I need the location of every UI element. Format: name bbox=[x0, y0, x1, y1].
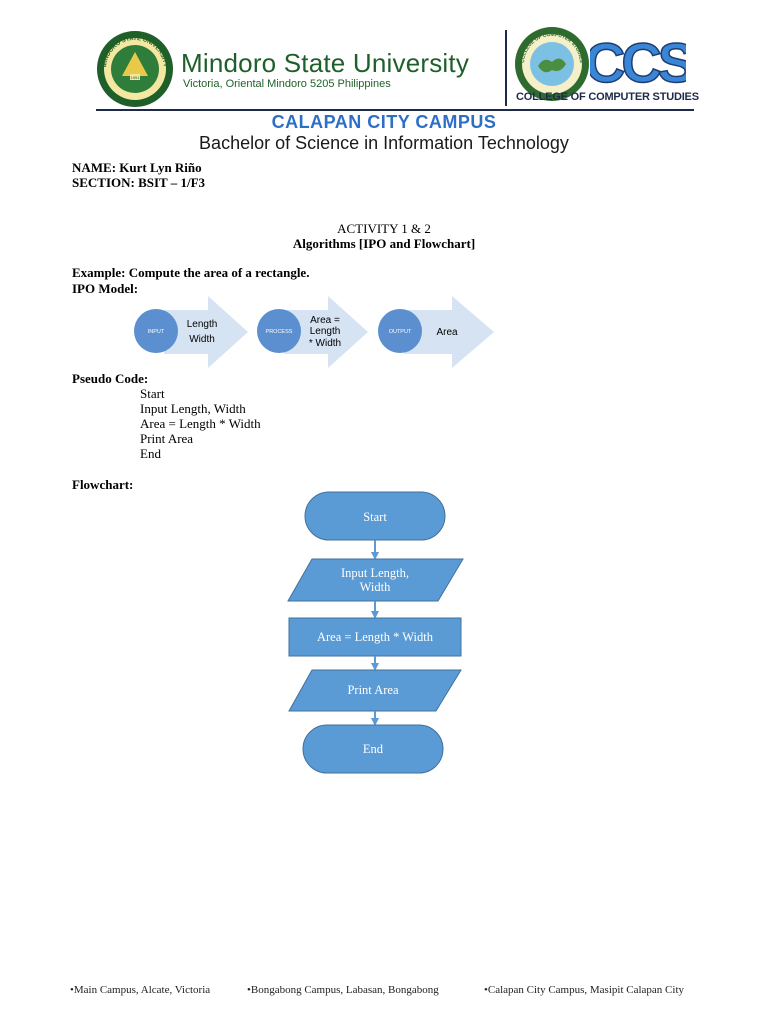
msu-seal-logo: 1951 MINDORO STATE UNIVERSITY bbox=[97, 31, 173, 107]
student-name: NAME: Kurt Lyn Riño bbox=[72, 160, 202, 175]
activity-subtitle: Algorithms [IPO and Flowchart] bbox=[292, 236, 476, 251]
flowchart-input-line: Input Length, bbox=[341, 566, 409, 580]
ipo-process-arrow bbox=[284, 296, 368, 368]
student-section: SECTION: BSIT – 1/F3 bbox=[72, 175, 206, 190]
pseudo-code-line: Area = Length * Width bbox=[140, 416, 261, 431]
college-name: COLLEGE OF COMPUTER STUDIES bbox=[516, 91, 699, 103]
flowchart-process-text: Area = Length * Width bbox=[317, 630, 434, 644]
activity-title: ACTIVITY 1 & 2 bbox=[337, 221, 431, 236]
ipo-process-line: Length bbox=[310, 326, 341, 337]
flowchart-input-line: Width bbox=[360, 580, 391, 594]
flowchart-process-box bbox=[288, 617, 462, 657]
ipo-process-line: * Width bbox=[309, 338, 341, 349]
university-name: Mindoro State University bbox=[181, 48, 470, 78]
flowchart-diagram: Start Input Length, Width Area = Length … bbox=[287, 491, 464, 774]
program-title: Bachelor of Science in Information Techn… bbox=[199, 133, 569, 153]
ipo-output-line: Area bbox=[436, 327, 458, 338]
ccs-seal-logo: COLLEGE OF COMPUTER STUDIES bbox=[515, 27, 589, 101]
ipo-input-circle bbox=[134, 309, 178, 353]
header-divider bbox=[96, 109, 694, 111]
ipo-process-line: Area = bbox=[310, 315, 340, 326]
ipo-label: IPO Model: bbox=[72, 281, 139, 296]
ccs-wordmark: CCS bbox=[590, 30, 686, 90]
ipo-diagram: INPUT PROCESS OUTPUT Length Width Area =… bbox=[134, 296, 494, 368]
example-statement: Example: Compute the area of a rectangle… bbox=[72, 265, 310, 280]
campus-title: CALAPAN CITY CAMPUS bbox=[271, 112, 497, 132]
ipo-input-arrow bbox=[164, 296, 248, 368]
footer-main-campus: •Main Campus, Alcate, Victoria bbox=[70, 984, 211, 996]
footer-calapan-campus: •Calapan City Campus, Masipit Calapan Ci… bbox=[484, 984, 684, 996]
ipo-input-tag: INPUT bbox=[148, 329, 165, 335]
pseudo-code-line: Start bbox=[140, 386, 165, 401]
flowchart-input-parallelogram bbox=[287, 558, 464, 602]
ipo-output-arrow bbox=[404, 296, 494, 368]
flowchart-end-text: End bbox=[363, 742, 384, 756]
ipo-output-circle bbox=[378, 309, 422, 353]
pseudo-code-line: End bbox=[140, 446, 161, 461]
flowchart-output-text: Print Area bbox=[347, 683, 398, 697]
seal-year: 1951 bbox=[131, 75, 141, 80]
ipo-output-tag: OUTPUT bbox=[389, 329, 412, 335]
footer-bongabong-campus: •Bongabong Campus, Labasan, Bongabong bbox=[247, 984, 439, 996]
ipo-input-line: Length bbox=[187, 319, 218, 330]
ipo-process-tag: PROCESS bbox=[266, 329, 293, 335]
pseudo-code-line: Input Length, Width bbox=[140, 401, 246, 416]
ccs-wordmark-text: CCS bbox=[590, 31, 686, 90]
flowchart-start-text: Start bbox=[363, 510, 387, 524]
university-address: Victoria, Oriental Mindoro 5205 Philippi… bbox=[183, 78, 391, 90]
ipo-input-line: Width bbox=[189, 334, 215, 345]
pseudo-code-label: Pseudo Code: bbox=[72, 371, 149, 386]
flowchart-end-terminal bbox=[302, 724, 444, 774]
ipo-process-circle bbox=[257, 309, 301, 353]
header-divider-vertical bbox=[505, 30, 507, 106]
flowchart-label: Flowchart: bbox=[72, 477, 134, 492]
flowchart-output-parallelogram bbox=[288, 669, 462, 712]
pseudo-code-line: Print Area bbox=[140, 431, 194, 446]
